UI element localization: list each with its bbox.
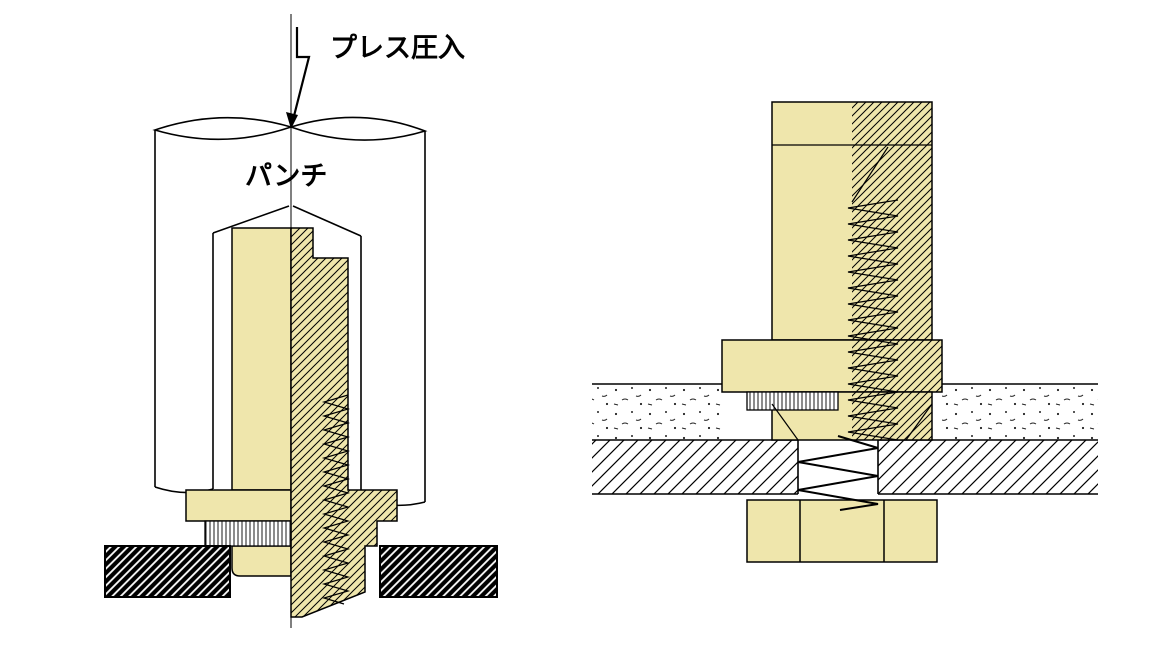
detail-lines — [771, 144, 933, 562]
installed-flange-hatch — [852, 340, 942, 392]
die-block-right — [379, 545, 498, 598]
punch-bore-chamfer-right — [292, 205, 362, 237]
installed-serration-lines — [747, 392, 838, 410]
thread-runout-chamfer — [851, 146, 889, 203]
stud-section-hatch — [291, 228, 397, 617]
engaged-thread-zigzag — [797, 435, 879, 511]
serration-bands — [204, 391, 839, 547]
panel-left-texture — [592, 384, 722, 440]
pilot-chamfer-right — [905, 403, 933, 441]
panel-right-texture — [942, 384, 1098, 440]
punch-top-left-lens — [152, 116, 294, 141]
section-hatch-overlays — [291, 102, 942, 617]
press-direction-arrow — [286, 27, 311, 129]
press-fit-label: プレス圧入 — [330, 33, 465, 63]
stud-serration-lines — [205, 521, 291, 546]
pilot-chamfer-left — [771, 403, 799, 441]
attached-part-left-section — [592, 440, 798, 494]
punch-outline — [152, 116, 428, 507]
die-block-left — [104, 545, 231, 598]
stud-pilot-external — [231, 545, 292, 577]
stud-thread-zigzag — [321, 394, 351, 605]
attached-part-sheet — [592, 440, 1098, 495]
thread-profiles — [321, 199, 899, 605]
stud-flange-external — [185, 489, 292, 522]
installed-thread-zigzag — [847, 199, 899, 441]
punch-label: パンチ — [245, 161, 327, 191]
stud-shank-external — [231, 227, 292, 491]
punch-top-right-lens — [288, 116, 428, 141]
attached-part-right-section — [878, 440, 1098, 494]
punch-bore-chamfer-left — [212, 205, 290, 234]
installed-pilot-hatch — [852, 392, 932, 440]
die-blocks — [104, 545, 498, 598]
